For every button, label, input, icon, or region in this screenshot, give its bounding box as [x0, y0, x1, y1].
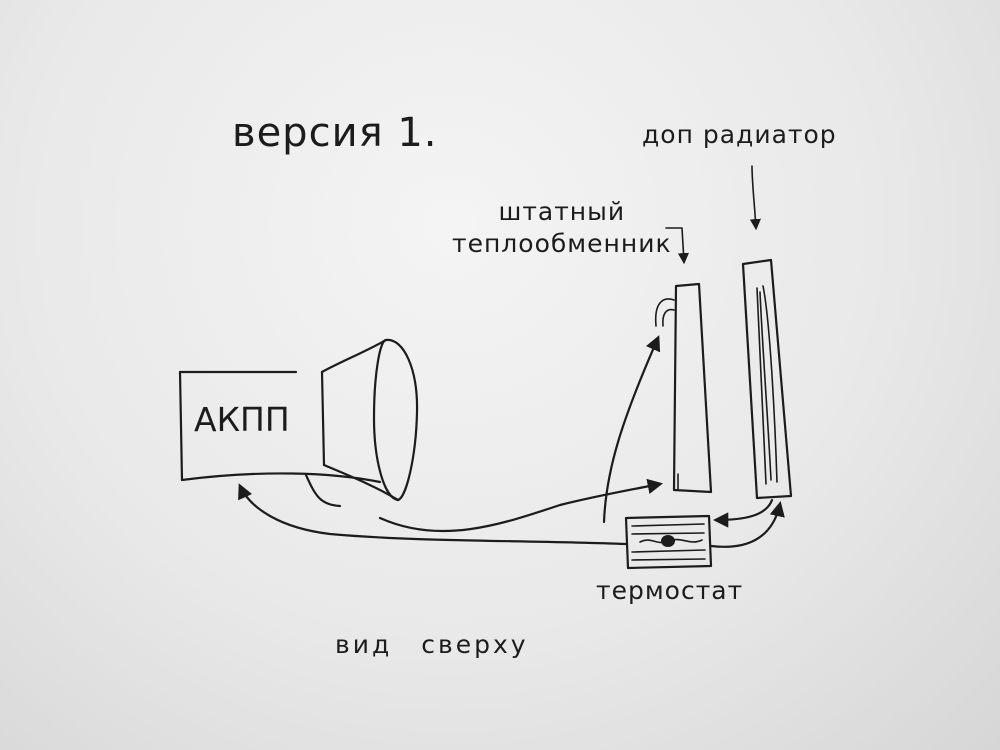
stock-heat-exchanger-label-line1: штатный [498, 197, 626, 226]
stock-heat-exchanger-label-line2: теплообменник [452, 229, 672, 258]
sketch-title: версия 1. [232, 110, 438, 156]
thermostat-label: термостат [596, 576, 744, 605]
flow-lines [238, 335, 785, 548]
label-pointers [665, 165, 761, 265]
stock-heat-exchanger-label: штатный теплообменник [452, 196, 672, 260]
stock-heat-exchanger [654, 282, 713, 494]
view-caption: вид сверху [335, 630, 529, 659]
transmission-box [178, 370, 382, 484]
transmission-label: АКПП [194, 400, 290, 439]
extra-radiator-label: доп радиатор [642, 120, 837, 149]
bell-housing [320, 338, 419, 502]
thermostat-block [624, 514, 713, 570]
extra-radiator [741, 258, 793, 500]
